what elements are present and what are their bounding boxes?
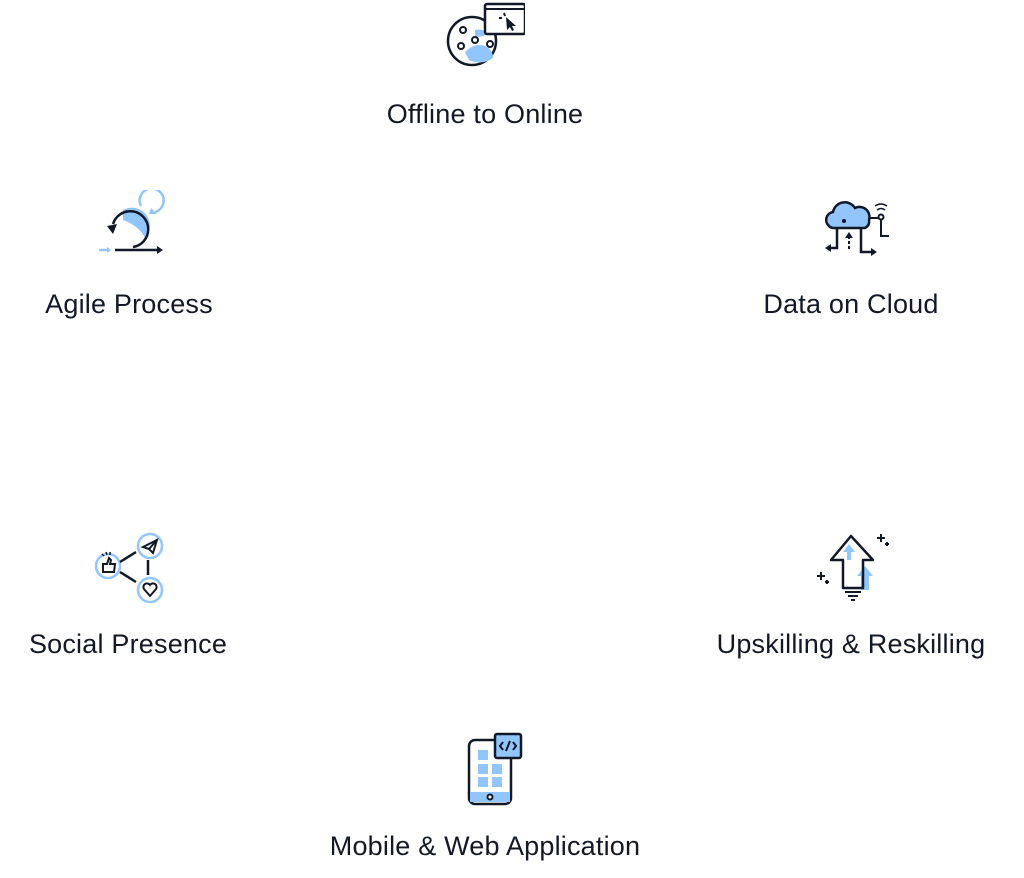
service-label: Mobile & Web Application — [329, 831, 641, 861]
service-label: Social Presence — [28, 629, 228, 659]
agile-cycle-icon — [99, 190, 165, 254]
social-network-icon — [94, 532, 164, 604]
service-offline-to-online: Offline to Online — [305, 0, 665, 130]
service-social-presence: Social Presence — [0, 530, 308, 660]
service-agile-process: Agile Process — [0, 190, 309, 320]
service-label: Data on Cloud — [763, 289, 939, 319]
service-upskilling-reskilling: Upskilling & Reskilling — [671, 530, 1024, 660]
upward-arrow-growth-icon — [817, 534, 889, 601]
service-data-on-cloud: Data on Cloud — [671, 190, 1024, 320]
service-mobile-web-application: Mobile & Web Application — [305, 730, 665, 862]
service-label: Upskilling & Reskilling — [716, 629, 986, 659]
cloud-data-icon — [824, 201, 889, 256]
globe-browser-click-icon — [446, 2, 525, 67]
mobile-code-app-icon — [467, 732, 523, 806]
service-label: Offline to Online — [386, 99, 584, 129]
service-label: Agile Process — [45, 289, 213, 319]
